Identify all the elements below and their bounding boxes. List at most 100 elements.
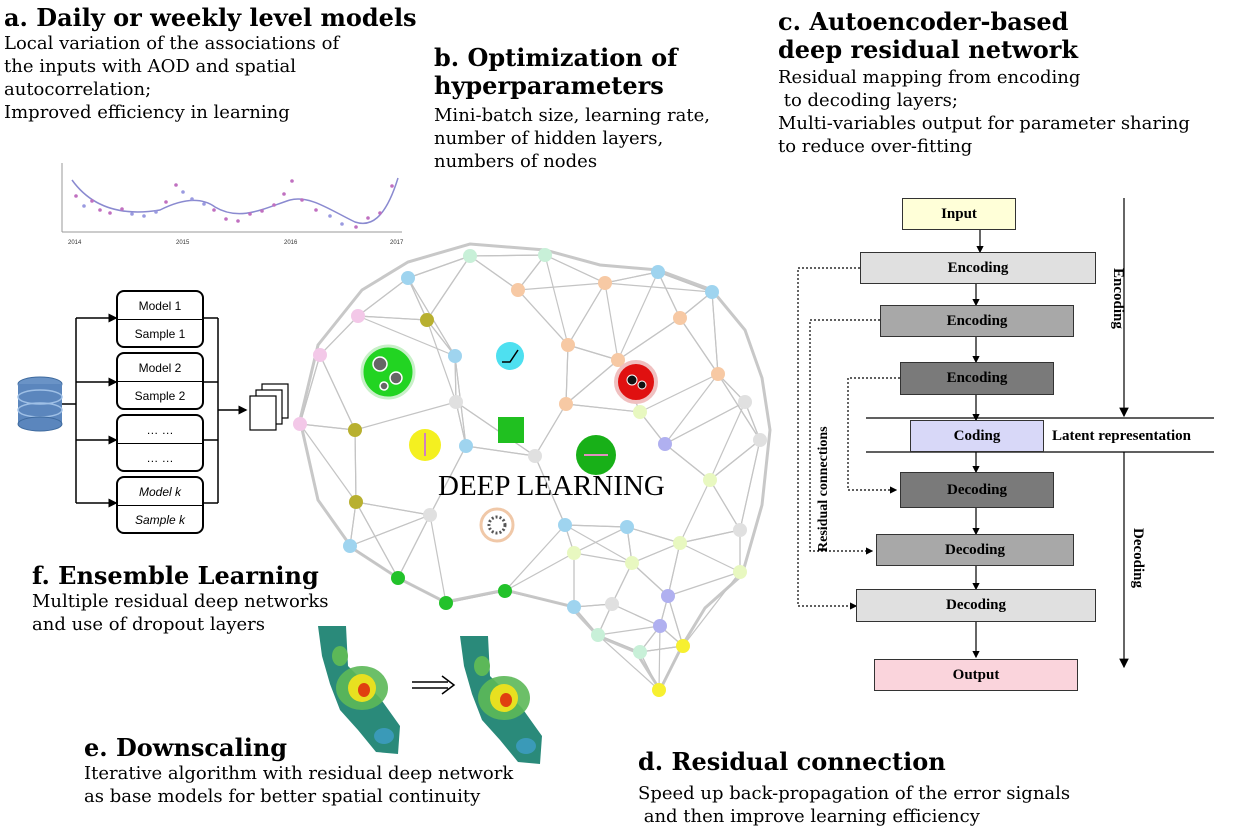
network-edge bbox=[709, 439, 761, 481]
scatter-point bbox=[314, 208, 318, 212]
scatter-point bbox=[130, 212, 134, 216]
map-hotspot bbox=[358, 683, 370, 697]
scatter-point bbox=[120, 207, 124, 211]
network-node bbox=[653, 619, 667, 633]
scatter-point bbox=[378, 211, 382, 215]
gear-icon bbox=[487, 515, 507, 535]
panel-c-line: to decoding layers; bbox=[778, 90, 958, 111]
deep-learning-title: DEEP LEARNING bbox=[438, 470, 665, 502]
network-edge bbox=[354, 401, 457, 431]
scatter-point bbox=[98, 208, 102, 212]
scatter-point bbox=[248, 212, 252, 216]
panel-a-line: Local variation of the associations of bbox=[4, 33, 340, 54]
network-edge bbox=[469, 255, 519, 291]
panel-c: c. Autoencoder-based deep residual netwo… bbox=[778, 8, 1190, 158]
network-node bbox=[420, 313, 434, 327]
model-label: … … bbox=[118, 416, 202, 444]
panel-b-title: b. Optimization of bbox=[434, 43, 678, 72]
white-gear-node-icon bbox=[479, 507, 515, 543]
network-node bbox=[511, 283, 525, 297]
network-node bbox=[676, 639, 690, 653]
network-node bbox=[423, 508, 437, 522]
panel-b-line: numbers of nodes bbox=[434, 151, 598, 172]
panel-f-line: Multiple residual deep networks bbox=[32, 591, 329, 612]
sample-label: Sample k bbox=[134, 512, 186, 527]
network-edge bbox=[357, 315, 456, 357]
network-node bbox=[661, 589, 675, 603]
network-edge bbox=[455, 401, 536, 457]
scatter-point bbox=[154, 210, 158, 214]
scatter-point bbox=[260, 209, 264, 213]
network-node bbox=[528, 449, 542, 463]
network-edge bbox=[573, 552, 633, 564]
x-tick-label: 2017 bbox=[390, 240, 404, 246]
stacked-documents-icon bbox=[249, 383, 289, 431]
network-edge bbox=[611, 603, 661, 627]
map-hotspot bbox=[474, 656, 490, 676]
network-node bbox=[459, 439, 473, 453]
network-edge bbox=[611, 562, 633, 605]
network-edge bbox=[397, 514, 431, 579]
network-edge bbox=[679, 317, 719, 375]
encoding-layer-2: Encoding bbox=[880, 305, 1074, 337]
map-hotspot bbox=[332, 646, 348, 666]
gear-icon bbox=[379, 381, 389, 391]
panel-d: d. Residual connection Speed up back-pro… bbox=[638, 748, 1070, 828]
network-edge bbox=[667, 542, 681, 597]
panel-d-line: Speed up back-propagation of the error s… bbox=[638, 783, 1071, 804]
network-node bbox=[591, 628, 605, 642]
network-edge bbox=[426, 255, 471, 321]
network-node bbox=[561, 338, 575, 352]
encoding-axis-label: Encoding bbox=[1110, 268, 1126, 329]
network-node bbox=[351, 309, 365, 323]
panel-e-line: as base models for better spatial contin… bbox=[84, 786, 481, 807]
x-tick-label: 2015 bbox=[176, 240, 190, 246]
network-edge bbox=[639, 645, 684, 653]
residual-dotted-connections bbox=[797, 267, 900, 610]
network-edge bbox=[604, 282, 619, 361]
panel-a-title: a. Daily or weekly level models bbox=[4, 3, 417, 32]
network-edge bbox=[573, 526, 628, 554]
network-edge bbox=[349, 501, 357, 547]
sample-label: Sample 1 bbox=[134, 326, 186, 341]
network-edge bbox=[567, 344, 619, 361]
network-edge bbox=[664, 401, 746, 445]
network-edge bbox=[567, 282, 606, 346]
network-edge bbox=[455, 401, 467, 447]
database-icon bbox=[17, 376, 63, 432]
panel-c-line: Residual mapping from encoding bbox=[778, 67, 1081, 88]
decoding-layer-3: Decoding bbox=[856, 589, 1096, 622]
network-edge bbox=[679, 479, 711, 544]
network-edge bbox=[664, 373, 719, 445]
brain-outline bbox=[298, 242, 772, 694]
network-edge bbox=[657, 271, 681, 319]
panel-c-title: c. Autoencoder-based bbox=[778, 7, 1069, 36]
network-edge bbox=[429, 514, 447, 604]
ensemble-model-box: Model k Sample k bbox=[116, 476, 204, 534]
scatter-point bbox=[328, 214, 332, 218]
network-edge bbox=[429, 445, 467, 516]
network-node bbox=[498, 584, 512, 598]
network-edge bbox=[604, 282, 713, 293]
network-node bbox=[658, 437, 672, 451]
network-node bbox=[401, 271, 415, 285]
network-node bbox=[558, 518, 572, 532]
network-node bbox=[703, 473, 717, 487]
panel-b-line: number of hidden layers, bbox=[434, 128, 664, 149]
scatter-point bbox=[390, 184, 394, 188]
network-node bbox=[463, 249, 477, 263]
scatter-point bbox=[190, 197, 194, 201]
network-edge bbox=[631, 542, 681, 564]
x-tick-label: 2014 bbox=[68, 240, 82, 246]
model-label: Model k bbox=[118, 478, 202, 506]
panel-c-title-2: deep residual network bbox=[778, 35, 1078, 64]
panel-b: b. Optimization of hyperparameters Mini-… bbox=[434, 44, 710, 173]
network-edge bbox=[354, 429, 357, 503]
encoding-layer-1: Encoding bbox=[860, 252, 1096, 284]
network-edge bbox=[631, 562, 669, 597]
network-edge bbox=[504, 590, 575, 608]
network-edge bbox=[469, 254, 546, 257]
gear-icon bbox=[637, 380, 647, 390]
network-edge bbox=[717, 373, 761, 441]
network-edge bbox=[299, 423, 356, 431]
